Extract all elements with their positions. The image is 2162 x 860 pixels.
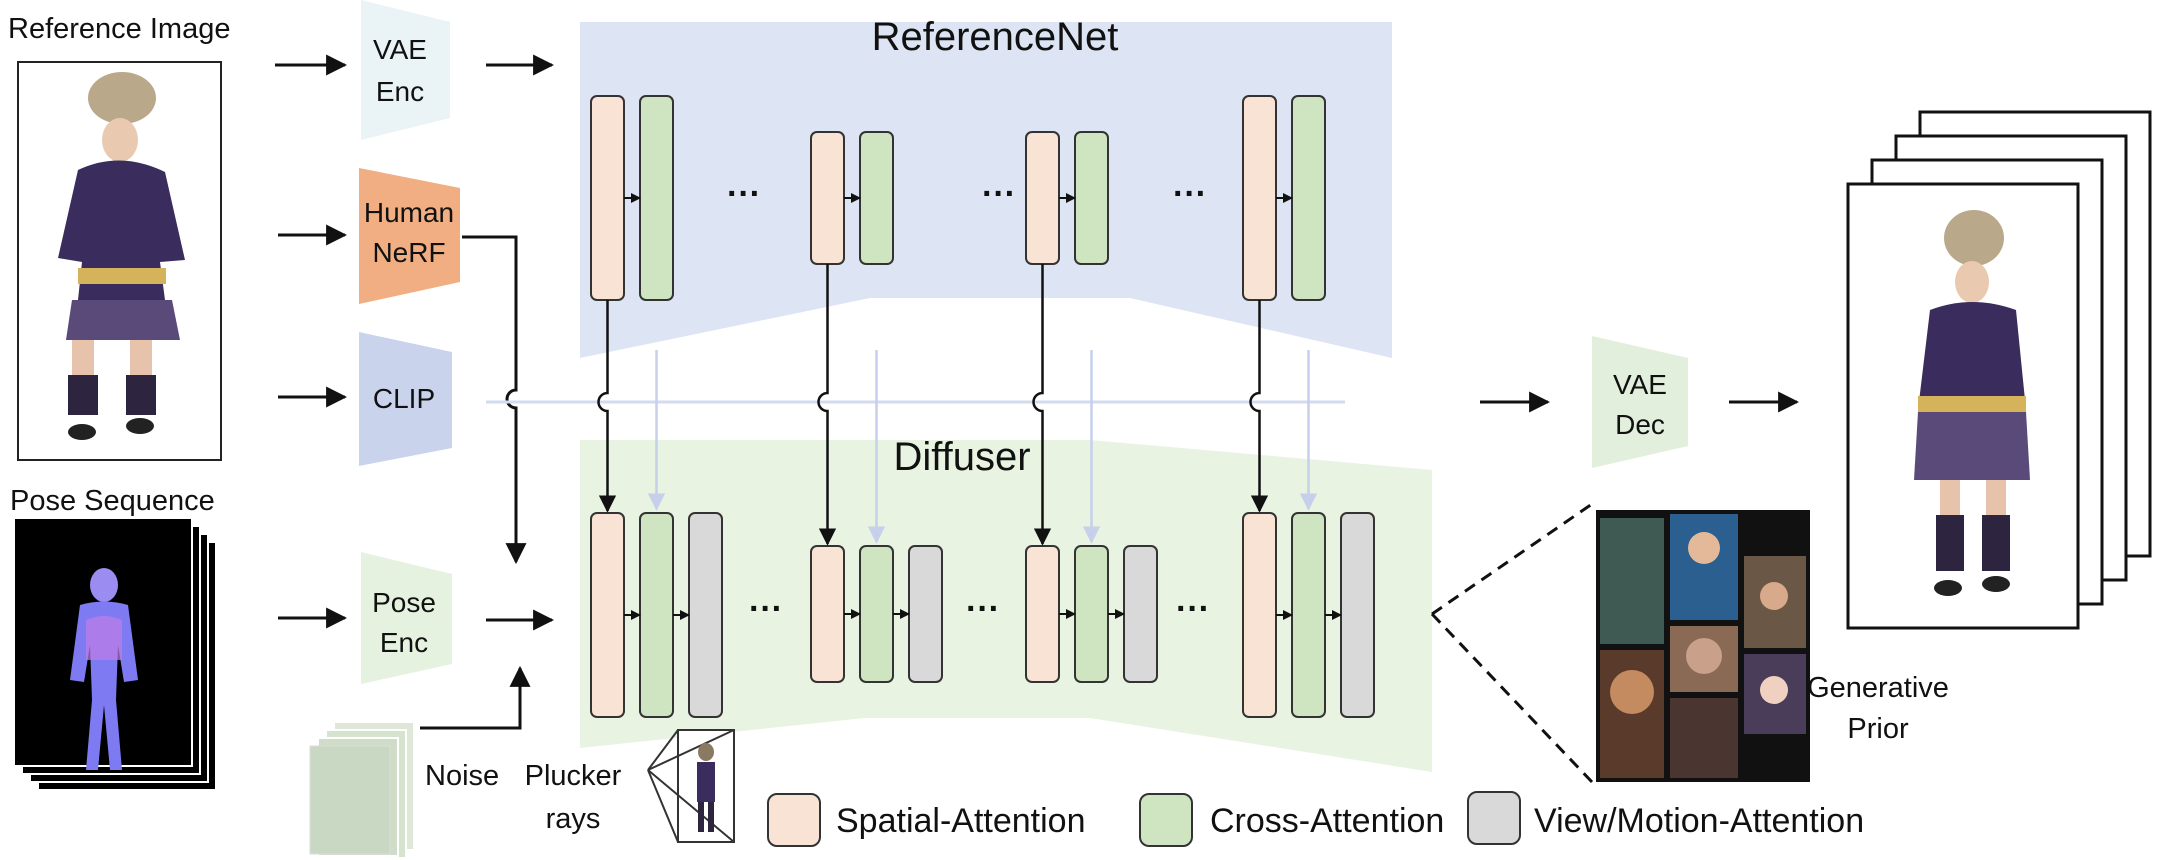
reference-image-label: Reference Image: [8, 13, 230, 45]
legend-view-motion-swatch: [1467, 791, 1521, 845]
reference-to-diffuser-arrow: [1032, 264, 1052, 546]
plucker-label-line2: rays: [546, 803, 601, 835]
diffuser-label: Diffuser: [893, 435, 1030, 479]
svg-text:Pose: Pose: [372, 587, 436, 618]
legend-spatial-swatch: [767, 793, 821, 847]
diff-cross-block: [639, 512, 674, 718]
legend: Spatial-Attention Cross-Attention View/M…: [767, 791, 1864, 847]
pose-sequence-stack: [13, 517, 217, 791]
plucker-label-line1: Plucker: [525, 760, 622, 792]
ellipsis-ref-2: ···: [982, 175, 1016, 213]
ellipsis-diff-1: ···: [749, 590, 783, 628]
diff-view-motion-block: [1123, 545, 1158, 683]
diffuser-background: [580, 440, 1432, 772]
reference-to-diffuser-arrow: [1249, 300, 1269, 513]
clip-encoder: CLIP: [359, 332, 452, 466]
svg-text:Enc: Enc: [376, 76, 424, 107]
diff-spatial-block: [810, 545, 845, 683]
ref-spatial-block: [1242, 95, 1277, 301]
diff-spatial-block: [1242, 512, 1277, 718]
generative-prior-label-line2: Prior: [1847, 713, 1909, 745]
ref-cross-block: [1074, 131, 1109, 265]
legend-view-motion-label: View/Motion-Attention: [1534, 802, 1864, 840]
diff-view-motion-block: [908, 545, 943, 683]
diff-view-motion-block: [1340, 512, 1375, 718]
ref-spatial-block: [1025, 131, 1060, 265]
ref-spatial-block: [810, 131, 845, 265]
legend-cross-label: Cross-Attention: [1210, 802, 1444, 840]
svg-text:Human: Human: [364, 197, 454, 228]
diff-spatial-block: [590, 512, 625, 718]
output-person-figure-icon: [1914, 210, 2030, 596]
diff-cross-block: [1074, 545, 1109, 683]
noise-stack: [309, 721, 415, 859]
pose-encoder: Pose Enc: [361, 552, 452, 684]
svg-text:VAE: VAE: [373, 34, 427, 65]
ellipsis-ref-1: ···: [727, 175, 761, 213]
referencenet-label: ReferenceNet: [872, 15, 1119, 59]
pose-sequence-label: Pose Sequence: [10, 485, 215, 517]
ref-cross-block: [639, 95, 674, 301]
noise-label: Noise: [425, 760, 499, 792]
reference-to-diffuser-arrow: [597, 300, 617, 513]
ref-cross-block: [859, 131, 894, 265]
svg-text:Dec: Dec: [1615, 409, 1665, 440]
vae-encoder: VAE Enc: [361, 0, 450, 140]
referencenet-background: [580, 22, 1392, 358]
prior-dashed-line-top: [1431, 502, 1593, 616]
ref-spatial-block: [590, 95, 625, 301]
reference-image: [17, 61, 222, 461]
svg-text:NeRF: NeRF: [372, 237, 445, 268]
svg-text:CLIP: CLIP: [373, 383, 435, 414]
legend-cross-swatch: [1139, 793, 1193, 847]
diff-cross-block: [859, 545, 894, 683]
vae-decoder: VAE Dec: [1592, 336, 1688, 468]
generative-prior-collage: [1596, 510, 1810, 782]
ref-cross-block: [1291, 95, 1326, 301]
human-nerf: Human NeRF: [359, 168, 460, 304]
generative-prior-label-line1: Generative: [1807, 672, 1949, 704]
svg-text:Enc: Enc: [380, 627, 428, 658]
plucker-camera-icon: [647, 729, 735, 843]
pose-body-icon: [70, 568, 138, 770]
ellipsis-diff-3: ···: [1176, 590, 1210, 628]
svg-text:VAE: VAE: [1613, 369, 1667, 400]
diff-view-motion-block: [688, 512, 723, 718]
output-frames: [1846, 110, 2152, 630]
diff-spatial-block: [1025, 545, 1060, 683]
ellipsis-diff-2: ···: [966, 590, 1000, 628]
ellipsis-ref-3: ···: [1173, 175, 1207, 213]
reference-to-diffuser-arrow: [817, 264, 837, 546]
diff-cross-block: [1291, 512, 1326, 718]
prior-dashed-line-bottom: [1430, 612, 1594, 784]
person-figure-icon: [58, 72, 185, 440]
legend-spatial-label: Spatial-Attention: [836, 802, 1086, 840]
